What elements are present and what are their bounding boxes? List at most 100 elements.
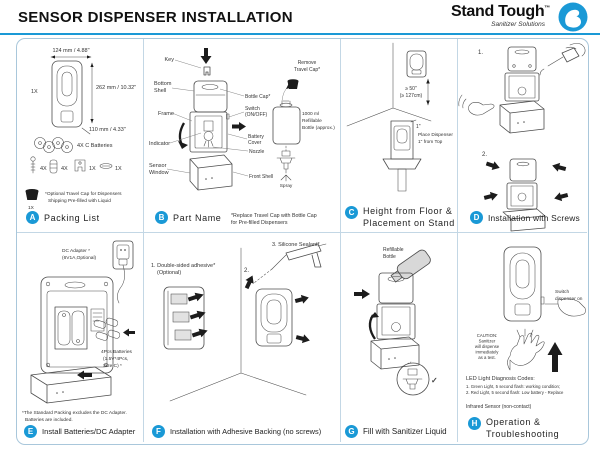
left-arrow-icon bbox=[123, 328, 135, 337]
spray-label: Spray bbox=[280, 183, 293, 189]
rotate-arrow bbox=[178, 122, 186, 146]
panel-part-name: Key Bottom Shell Frame Indic bbox=[144, 39, 340, 232]
right-arrow-icon bbox=[354, 289, 370, 299]
bottle-size-label-1: 1000 ml bbox=[302, 111, 319, 117]
check-icon: ✓ bbox=[431, 376, 438, 385]
rotate-arrow bbox=[368, 314, 376, 340]
bottle-size-label-2: Refillable bbox=[302, 118, 322, 124]
header-divider bbox=[0, 33, 600, 35]
travel-cap-icon bbox=[25, 189, 39, 200]
column-divider bbox=[340, 39, 341, 442]
panel-e-badge: E bbox=[24, 425, 37, 438]
frame-label: Frame bbox=[158, 111, 174, 117]
place-label-2: 1" from Top bbox=[418, 139, 443, 145]
caulk-gun-icon bbox=[253, 243, 327, 284]
pointing-hand-icon bbox=[544, 298, 586, 317]
bottom-shell-label-1: Bottom bbox=[154, 81, 172, 87]
front-shell-label: Front Shell bbox=[249, 174, 273, 180]
nozzle-label: Nozzle bbox=[249, 149, 265, 155]
dc-cable bbox=[117, 264, 125, 304]
svg-text:immediately: immediately bbox=[476, 350, 500, 355]
led-codes-title: LED Light Diagnosis Codes: bbox=[466, 376, 535, 382]
indicator-label: Indicator bbox=[149, 141, 170, 147]
dispenser-open-illustration-2 bbox=[502, 158, 546, 232]
column-divider bbox=[143, 39, 144, 442]
switch-on-label-1: Switch bbox=[555, 289, 569, 295]
c-batteries-icon bbox=[93, 317, 121, 341]
svg-text:CAUTION:: CAUTION: bbox=[477, 333, 498, 338]
step-1-label: 1. Double-sided adhesive* bbox=[151, 263, 216, 269]
open-palm-icon bbox=[507, 332, 545, 371]
dispenser-open-illustration bbox=[370, 272, 420, 370]
led-code-2: 2. Red Light, 5 second flash: Low batter… bbox=[466, 390, 564, 395]
panel-height-placement: ≥ 50" (≥ 127cm) 1" Place Dispenser 1" fr… bbox=[341, 39, 457, 232]
bottle-size-label-3: Bottle (approx.) bbox=[302, 125, 335, 131]
panel-h-badge: H bbox=[468, 417, 481, 430]
panel-b-title: Part Name bbox=[173, 213, 222, 223]
back-panel-illustration bbox=[30, 276, 114, 404]
batteries-label-1: 4Pcs Batteries bbox=[101, 349, 133, 355]
svg-text:Sanitizer: Sanitizer bbox=[479, 339, 496, 344]
batteries-label-3: Size C) * bbox=[103, 363, 122, 369]
dispenser-front-illustration bbox=[503, 246, 545, 322]
panel-d-badge: D bbox=[470, 211, 483, 224]
clip-qty-label: 1X bbox=[115, 166, 122, 172]
content-frame bbox=[16, 38, 589, 445]
sensor-window-label-2: Window bbox=[149, 170, 169, 176]
wall-anchor-icon bbox=[49, 159, 58, 174]
batteries-label: 4X C Batteries bbox=[77, 143, 113, 149]
panel-b-badge: B bbox=[155, 211, 168, 224]
dispenser-qty-label: 1X bbox=[31, 89, 38, 95]
depth-leader-line bbox=[81, 127, 91, 135]
height-cm-label: (≥ 127cm) bbox=[400, 93, 423, 99]
brand-name: Stand Tough bbox=[451, 3, 545, 20]
battery-cover-label-2: Cover bbox=[248, 140, 262, 146]
panel-d-footer: D Installation with Screws bbox=[470, 211, 580, 224]
panel-g-title: Fill with Sanitizer Liquid bbox=[363, 427, 447, 436]
cap-note-line1: *Optional Travel Cap for Dispensers bbox=[45, 191, 122, 197]
column-divider bbox=[457, 39, 458, 442]
panel-g-badge: G bbox=[345, 425, 358, 438]
travel-cap-icon bbox=[287, 79, 299, 89]
switch-label-1: Switch bbox=[245, 106, 260, 112]
screwdriver-hand-illustration bbox=[539, 43, 586, 76]
panel-a-badge: A bbox=[26, 211, 39, 224]
panel-install-screws: 1. 2. bbox=[458, 39, 588, 232]
packing-note-1: *The Standard Packing excludes the DC Ad… bbox=[22, 410, 127, 416]
panel-c-footer: C Height from Floor & Placement on Stand bbox=[345, 206, 455, 229]
down-arrow-icon bbox=[200, 48, 212, 64]
anchors-qty-label: 4X bbox=[61, 166, 68, 172]
dc-adapter-label-2: (6V1A,Optional) bbox=[62, 255, 97, 261]
caution-text: CAUTION: Sanitizer will dispense immedia… bbox=[475, 333, 500, 360]
sensor-window-label-1: Sensor bbox=[149, 163, 167, 169]
wall-corner-illustration bbox=[346, 42, 432, 127]
screw-icon bbox=[30, 156, 36, 174]
page-title: SENSOR DISPENSER INSTALLATION bbox=[18, 9, 293, 26]
exploded-dispenser-illustration bbox=[189, 80, 233, 191]
panel-fill-sanitizer: Refillable Bottle bbox=[341, 233, 457, 443]
packing-note-2: Batteries are included. bbox=[25, 417, 73, 423]
panel-adhesive-backing: 1. Double-sided adhesive* (Optional) 2. bbox=[144, 233, 340, 443]
dc-adapter-label-1: DC Adapter * bbox=[62, 248, 90, 254]
panel-e-footer: E Install Batteries/DC Adapter bbox=[24, 425, 135, 438]
svg-text:will dispense: will dispense bbox=[475, 344, 500, 349]
clip-icon bbox=[99, 163, 113, 169]
dim-depth-label: 110 mm / 4.33" bbox=[89, 127, 126, 133]
bottom-shell-label-2: Shell bbox=[154, 88, 166, 94]
refillable-bottle-label-2: Bottle bbox=[383, 254, 396, 260]
panel-g-footer: G Fill with Sanitizer Liquid bbox=[345, 425, 447, 438]
place-label-1: Place Dispenser bbox=[418, 132, 453, 138]
screws-qty-label: 4X bbox=[40, 166, 47, 172]
key-icon bbox=[74, 159, 86, 172]
wall-corner-illustration bbox=[169, 247, 307, 402]
wall-dispenser-illustration bbox=[406, 50, 427, 78]
dispenser-open-illustration bbox=[499, 46, 545, 134]
panel-b-footer: B Part Name bbox=[155, 211, 221, 225]
brand-tagline: Sanitizer Solutions bbox=[491, 21, 545, 28]
height-dimension-arrow bbox=[90, 62, 94, 124]
c-batteries-icon bbox=[34, 137, 73, 153]
key-label: Key bbox=[165, 57, 175, 63]
panel-b-note: *Replace Travel Cap with Bottle Cap for … bbox=[231, 213, 317, 227]
panel-h-title: Operation & Troubleshooting bbox=[486, 417, 560, 439]
